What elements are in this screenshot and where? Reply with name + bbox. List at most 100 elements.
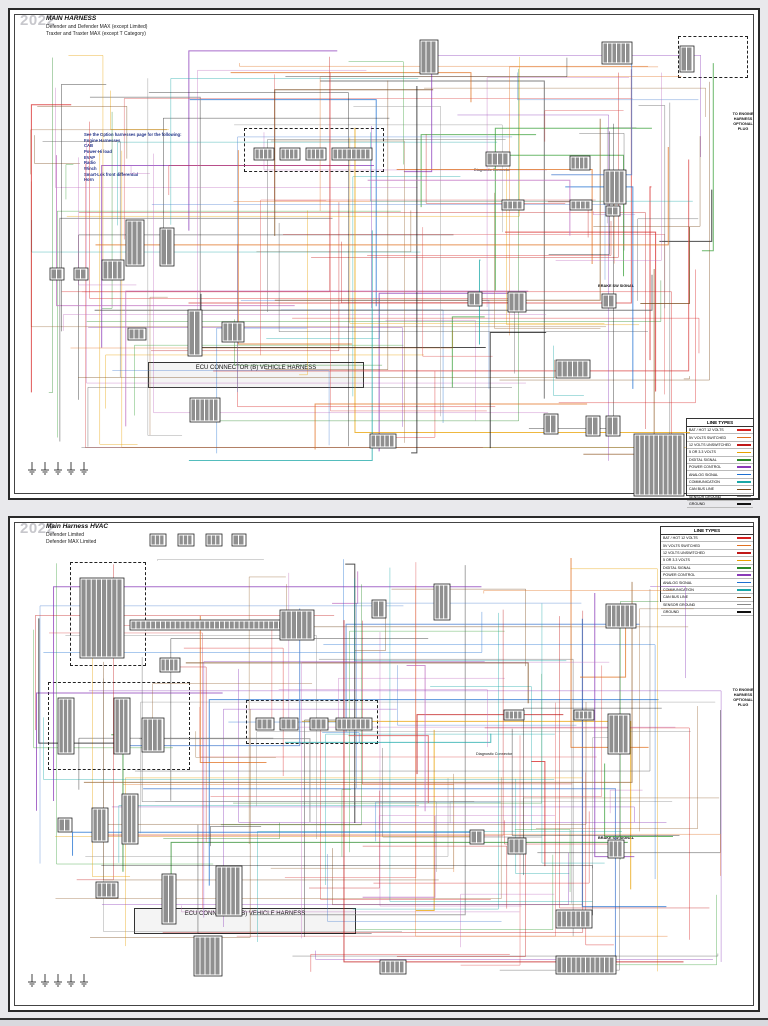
connector-pin — [297, 612, 301, 639]
wire — [152, 205, 605, 280]
connector-pin — [343, 150, 347, 159]
connector-pin — [470, 294, 475, 305]
connector-pin — [613, 208, 618, 215]
connector-pin — [231, 868, 235, 915]
connector-pin — [342, 720, 346, 729]
wire — [116, 625, 272, 730]
connector-pin — [514, 712, 517, 719]
connector-pin — [107, 884, 111, 897]
connector-pin — [264, 150, 267, 159]
wire — [311, 954, 510, 972]
connector-pin — [317, 720, 321, 729]
connector-pin — [124, 700, 127, 753]
wire — [217, 328, 307, 453]
connector-pin — [477, 832, 482, 843]
wire — [134, 627, 572, 904]
connector-pin — [128, 796, 131, 843]
connector-pin — [220, 622, 224, 629]
connector-pin — [374, 602, 379, 617]
connector-pin — [361, 720, 365, 729]
wire — [241, 301, 489, 389]
wire — [56, 88, 418, 188]
connector-pin — [292, 720, 296, 729]
connector-pin — [140, 330, 144, 339]
connector-pin — [282, 720, 286, 729]
connector-pin — [558, 912, 562, 927]
wire — [211, 665, 602, 796]
legend-swatch — [737, 503, 751, 505]
wire — [155, 802, 436, 872]
connector-pin — [510, 840, 514, 853]
wiring-diagram-1 — [10, 10, 762, 502]
connector-pin — [580, 158, 583, 169]
wire — [275, 90, 433, 236]
connector-pin — [558, 958, 562, 973]
connector-pin — [210, 622, 214, 629]
connector-pin — [624, 716, 628, 753]
wire — [32, 220, 421, 252]
connector-pin — [156, 622, 160, 629]
connector-pin — [205, 400, 209, 421]
connector-pin — [518, 202, 522, 209]
connector-pin — [347, 150, 351, 159]
connector-pin — [256, 150, 259, 159]
wire — [355, 128, 690, 433]
connector-pin — [636, 436, 640, 495]
wire — [275, 119, 600, 301]
connector-pin — [503, 154, 507, 165]
connector-pin — [141, 622, 145, 629]
connector-pin — [308, 150, 311, 159]
connector-pin — [92, 580, 96, 657]
wire — [81, 103, 669, 448]
connector-pin — [558, 362, 562, 377]
wire — [31, 130, 167, 175]
connector-pin — [98, 884, 102, 897]
wire — [112, 371, 329, 446]
connector-pin — [133, 222, 137, 265]
wire — [189, 51, 337, 231]
wire — [111, 735, 123, 872]
wire — [424, 88, 706, 117]
connector-pin — [605, 958, 609, 973]
connector-pin — [427, 42, 431, 73]
connector-pin — [166, 622, 170, 629]
connector-pin — [210, 400, 214, 421]
connector-pin — [622, 44, 626, 63]
connector-pin — [180, 536, 183, 545]
connector-pin — [596, 958, 600, 973]
connector-pin — [577, 958, 581, 973]
connector-pin — [395, 962, 399, 973]
wire — [228, 559, 343, 722]
connector-pin — [171, 622, 175, 629]
connector-pin — [206, 938, 210, 975]
wire — [238, 137, 512, 392]
connector-pin — [615, 172, 619, 203]
connector-pin — [282, 612, 286, 639]
connector-pin — [347, 720, 351, 729]
wiring-diagram-2 — [10, 518, 762, 1014]
connector-pin — [493, 154, 497, 165]
connector-pin — [352, 720, 356, 729]
connector-pin — [233, 324, 237, 341]
connector-pin — [302, 612, 306, 639]
connector-pin — [201, 938, 205, 975]
wire — [331, 72, 487, 411]
connector-pin — [216, 938, 220, 975]
connector-pin — [87, 580, 91, 657]
wire — [43, 142, 121, 377]
wire — [320, 77, 681, 211]
connector-pin — [610, 842, 613, 857]
connector-pin — [65, 820, 70, 831]
connector-pin — [604, 44, 608, 63]
wire — [87, 280, 661, 321]
connector-pin — [682, 48, 687, 71]
connector-pin — [239, 536, 244, 545]
connector-pin — [338, 150, 342, 159]
connector-pin — [169, 876, 174, 923]
connector-pin — [152, 536, 155, 545]
connector-pin — [572, 158, 575, 169]
connector-pin — [440, 586, 443, 619]
connector-pin — [606, 172, 610, 203]
connector-pin — [361, 150, 365, 159]
connector-pin — [515, 840, 519, 853]
